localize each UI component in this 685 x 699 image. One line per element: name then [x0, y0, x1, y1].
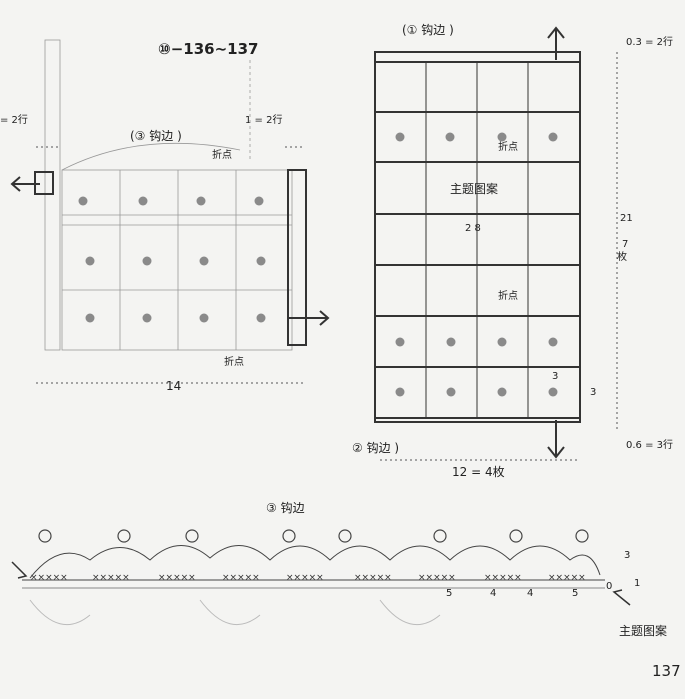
edge2-label: ② 钩边 ) [352, 441, 400, 455]
svg-text:×××××: ××××× [286, 573, 324, 583]
dim-height-2: 7 [622, 239, 629, 250]
stitch-count-1: 5 [446, 588, 453, 599]
dim-top-right: 0.3 = 2行 [626, 37, 674, 48]
fold-point-right-bottom: 折点 [498, 291, 518, 302]
dim-height-1: 21 [620, 213, 633, 224]
fold-point-left-top: 折点 [212, 150, 232, 161]
dim-cell-h: 3 [590, 387, 597, 398]
diagram-title: ⑩−136∼137 [158, 40, 259, 58]
dim-cell-w: 3 [552, 371, 559, 382]
dim-left-middle: 1 = 2行 [245, 115, 283, 126]
page-number: 137 [652, 662, 681, 680]
svg-text:×××××: ××××× [418, 573, 456, 583]
number-28: 2 8 [465, 223, 481, 234]
fold-strip [287, 169, 330, 346]
right-piece [374, 51, 581, 423]
svg-text:×××××: ××××× [354, 573, 392, 583]
left-arrow-icon [10, 171, 54, 195]
svg-text:×××××: ××××× [92, 573, 130, 583]
dim-bottom-right: 0.6 = 3行 [626, 440, 674, 451]
stitch-count-2: 4 [490, 588, 497, 599]
edge3-label-left: (③ 钩边 ) [130, 129, 182, 143]
svg-text:×××××: ××××× [222, 573, 260, 583]
dim-height-3: 枚 [617, 252, 627, 263]
svg-text:×××××: ××××× [30, 573, 68, 583]
motif-label-bottom: 主题图案 [619, 624, 668, 638]
left-piece [44, 39, 293, 351]
up-arrow-icon [547, 26, 565, 60]
svg-text:×××××: ××××× [484, 573, 522, 583]
edge1-label: (① 钩边 ) [402, 23, 454, 37]
svg-text:×××××: ××××× [158, 573, 196, 583]
right-pointer-icon [612, 589, 631, 606]
down-arrow-icon [547, 420, 565, 459]
stitch-count-4: 5 [572, 588, 579, 599]
stitch-count-3: 4 [527, 588, 534, 599]
motif-pattern-label: 主题图案 [450, 182, 499, 196]
fold-point-left-bottom: 折点 [224, 357, 244, 368]
edge3-label-bottom: ③ 钩边 [266, 501, 305, 515]
stitch-marker-3: 3 [624, 550, 631, 561]
dim-left-top: = 2行 [0, 115, 28, 126]
edging-chart [22, 545, 605, 625]
stitch-marker-1: 1 [634, 578, 641, 589]
dim-width-right: 12 = 4枚 [452, 465, 505, 479]
fold-point-right-top: 折点 [498, 142, 518, 153]
left-pointer-icon [11, 561, 28, 579]
svg-text:×××××: ××××× [548, 573, 586, 583]
stitch-marker-0: 0 [606, 581, 613, 592]
